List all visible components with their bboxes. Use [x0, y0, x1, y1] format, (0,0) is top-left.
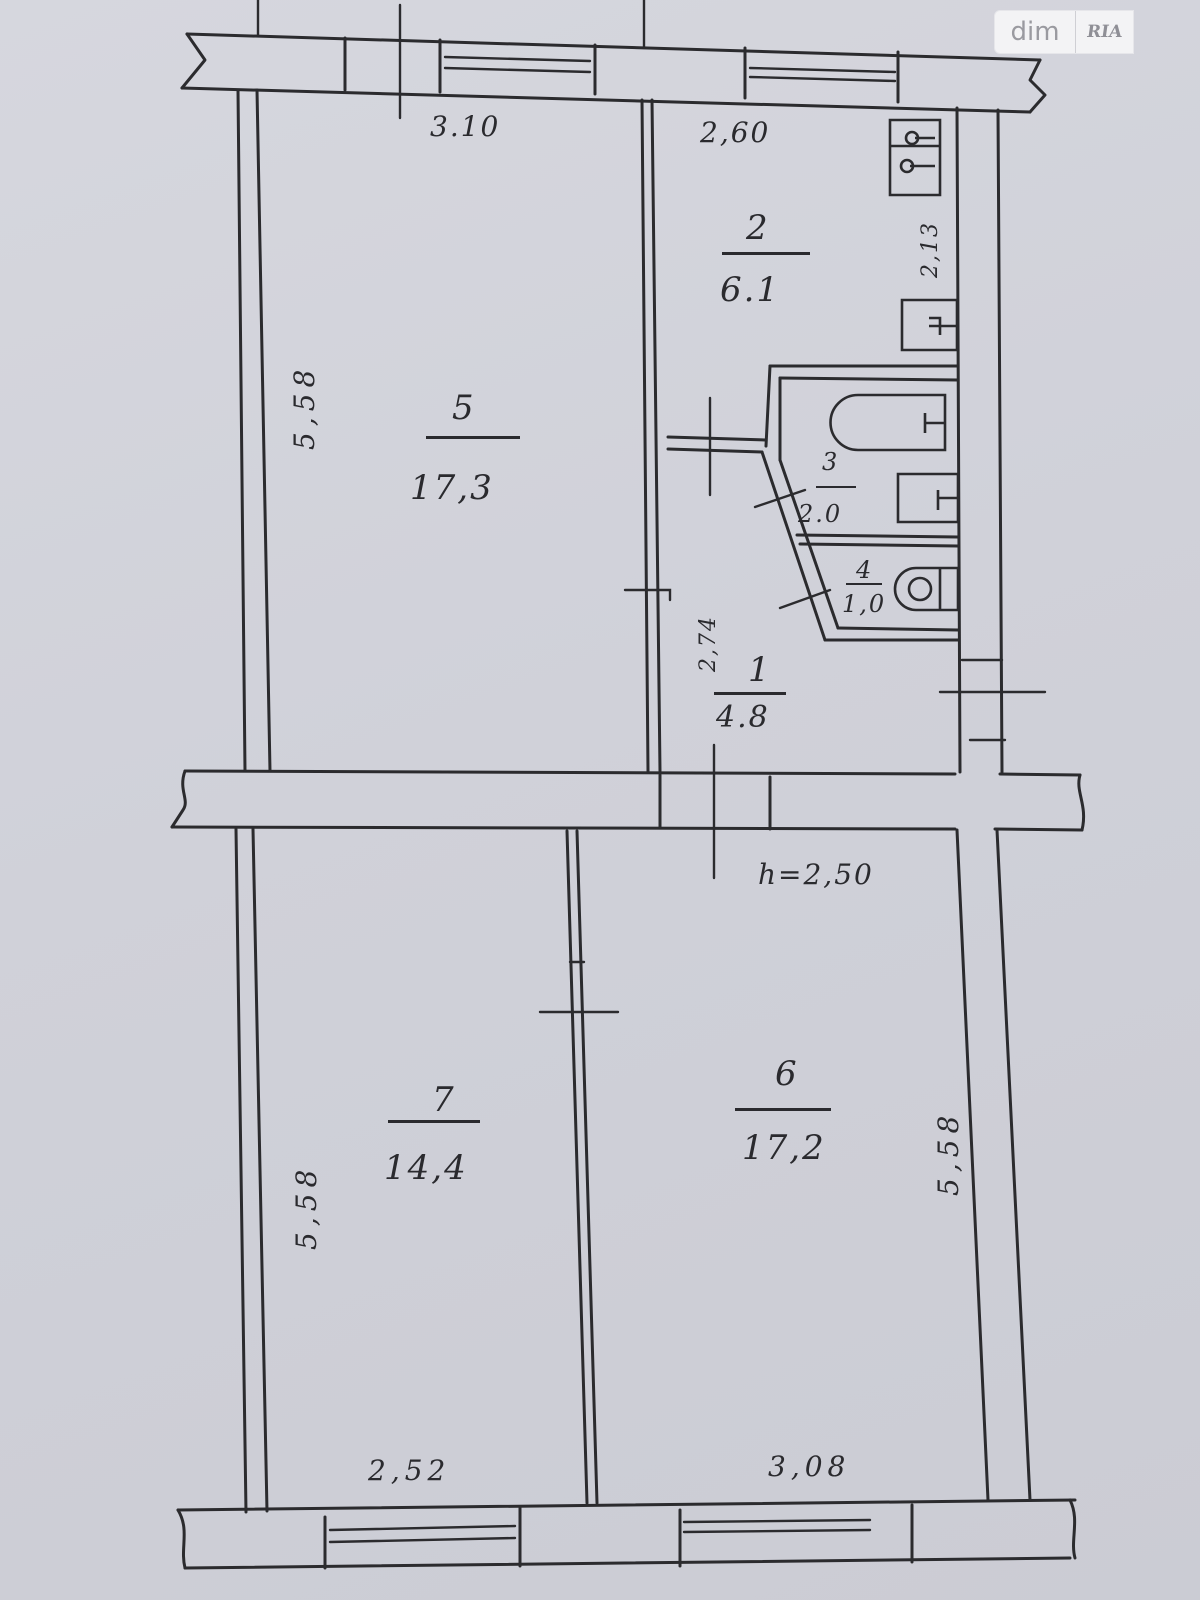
room-5-area: 17,3 — [410, 468, 494, 508]
top-exterior-wall — [180, 0, 1047, 120]
room-7-area: 14,4 — [384, 1148, 468, 1188]
room-1-divider — [714, 692, 786, 695]
room-2-area: 6.1 — [720, 270, 781, 310]
left-walls — [234, 88, 272, 1514]
lower-partition — [538, 829, 620, 1505]
room-4-area: 1,0 — [842, 590, 887, 618]
bottom-exterior-wall — [176, 1498, 1077, 1570]
room-5-number: 5 — [452, 388, 476, 428]
room-7-number: 7 — [432, 1080, 456, 1120]
dim-room2-width: 2,60 — [700, 116, 771, 149]
room-3-area: 2.0 — [798, 500, 843, 528]
kitchen-fixtures — [888, 118, 959, 352]
room-6-divider — [735, 1108, 831, 1111]
room-3-divider — [816, 486, 856, 488]
dim-room5-length: 5,58 — [288, 363, 321, 450]
dim-room6-length: 5,58 — [932, 1109, 965, 1196]
middle-wall — [170, 743, 1086, 880]
room-1-area: 4.8 — [716, 700, 770, 735]
dim-room2-length: 2,13 — [918, 221, 943, 278]
room-2-divider — [722, 252, 810, 255]
watermark-badge: dim RIA — [994, 10, 1134, 54]
dim-room1-length: 2,74 — [696, 615, 721, 672]
room-1-number: 1 — [748, 650, 772, 690]
room-7-divider — [388, 1120, 480, 1123]
room-5-divider — [426, 436, 520, 439]
room-4-number: 4 — [856, 556, 874, 584]
watermark-dim-text: dim — [995, 11, 1076, 53]
ceiling-height: h=2,50 — [758, 858, 874, 891]
room-6-number: 6 — [775, 1054, 799, 1094]
upper-partition — [623, 98, 672, 773]
dim-room6-width: 3,08 — [768, 1450, 851, 1483]
bathroom-block — [666, 364, 960, 642]
room-2-number: 2 — [746, 208, 770, 248]
room-3-number: 3 — [822, 448, 840, 476]
room-6-area: 17,2 — [742, 1128, 826, 1168]
dim-room7-width: 2,52 — [368, 1454, 451, 1487]
right-lower-walls — [955, 828, 1032, 1502]
dim-room5-width: 3.10 — [430, 110, 501, 143]
right-upper-walls — [938, 106, 1047, 774]
room-4-divider — [846, 583, 882, 585]
dim-room7-length: 5,58 — [290, 1163, 323, 1250]
watermark-ria-logo: RIA — [1085, 22, 1124, 42]
